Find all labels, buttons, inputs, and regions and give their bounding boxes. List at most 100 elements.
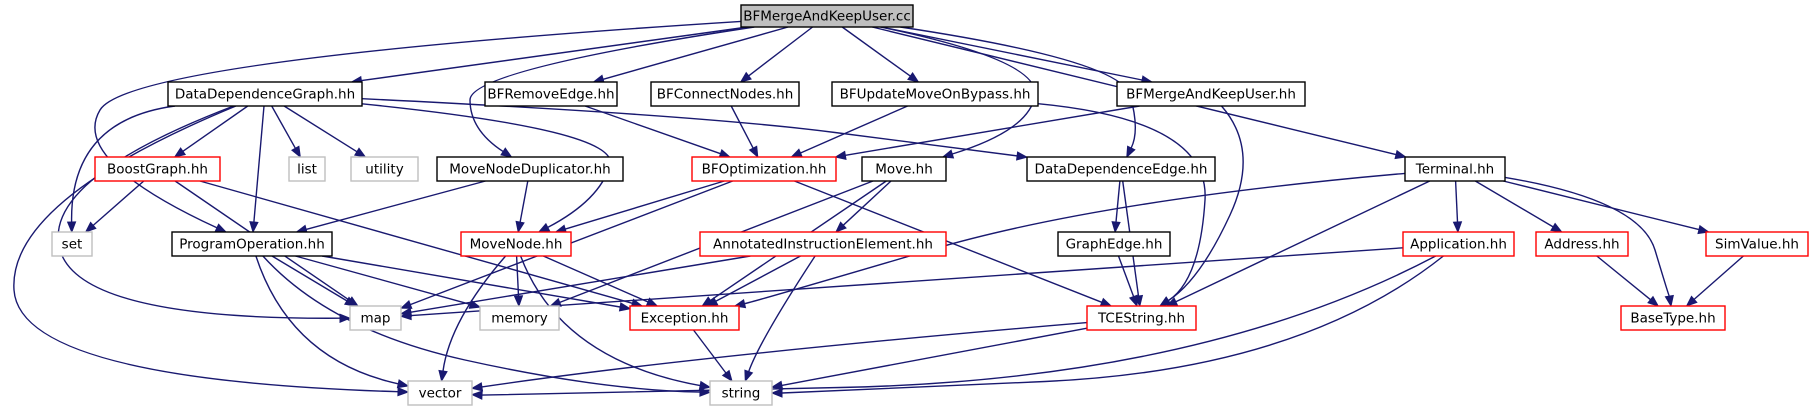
edge-line	[1504, 176, 1671, 297]
node-annotatedinstructionelement-hh[interactable]: AnnotatedInstructionElement.hh	[699, 231, 947, 257]
node-bfconnectnodes-hh[interactable]: BFConnectNodes.hh	[650, 81, 800, 107]
edge-arrowhead	[748, 145, 759, 159]
node-label: BFRemoveEdge.hh	[487, 87, 614, 103]
edge-line	[842, 180, 892, 226]
node-boostgraph-hh[interactable]: BoostGraph.hh	[94, 156, 221, 182]
node-application-hh[interactable]: Application.hh	[1402, 231, 1515, 257]
edge-datadependencegraph-hh-to-boostgraph-hh	[173, 105, 249, 158]
edge-simvalue-hh-to-basetype-hh	[1685, 255, 1744, 307]
edge-boostgraph-hh-to-set	[84, 180, 145, 233]
edge-application-hh-to-string	[770, 255, 1444, 398]
edge-programoperation-hh-to-map	[271, 255, 357, 307]
edge-line	[1474, 180, 1554, 228]
node-box	[1402, 231, 1515, 257]
edge-move-hh-to-annotatedinstructionelement-hh	[835, 180, 892, 233]
node-label: BFUpdateMoveOnBypass.hh	[840, 87, 1031, 103]
edge-arrowhead	[1158, 296, 1172, 307]
edge-terminal-hh-to-simvalue-hh	[1503, 180, 1711, 235]
node-map[interactable]: map	[349, 305, 402, 331]
node-terminal-hh[interactable]: Terminal.hh	[1404, 156, 1506, 182]
edge-arrowhead	[249, 221, 259, 234]
edge-datadependencegraph-hh-to-programoperation-hh	[249, 105, 265, 234]
node-address-hh[interactable]: Address.hh	[1535, 231, 1629, 257]
edge-arrowhead	[770, 380, 784, 390]
edge-line	[565, 180, 725, 230]
edge-datadependencegraph-hh-to-utility	[283, 105, 367, 158]
nodes-layer: BFMergeAndKeepUser.ccDataDependenceGraph…	[51, 4, 1809, 406]
node-string[interactable]: string	[709, 380, 773, 406]
edge-line	[1168, 105, 1244, 302]
edge-arrowhead	[739, 71, 752, 83]
node-list[interactable]: list	[288, 156, 326, 182]
edge-line	[295, 255, 471, 306]
edge-exception-hh-to-string	[692, 329, 733, 383]
edge-line	[748, 255, 816, 372]
node-box	[1620, 305, 1726, 331]
node-box	[1086, 305, 1197, 331]
edge-movenode-hh-to-memory	[513, 255, 524, 308]
node-bfremoveedge-hh[interactable]: BFRemoveEdge.hh	[484, 81, 618, 107]
node-move-hh[interactable]: Move.hh	[861, 156, 947, 182]
edge-line	[543, 255, 649, 303]
node-box	[436, 156, 624, 182]
edge-line	[584, 105, 721, 155]
edge-bfmergeandkeepuser-hh-to-tcestring-hh	[1158, 105, 1244, 307]
node-vector[interactable]: vector	[407, 380, 473, 406]
edge-datadependencegraph-hh-to-list	[271, 105, 301, 159]
node-tcestring-hh[interactable]: TCEString.hh	[1086, 305, 1197, 331]
node-label: utility	[365, 162, 403, 178]
edge-line	[794, 180, 1103, 303]
node-box	[1026, 156, 1216, 182]
edge-line	[748, 26, 814, 77]
edge-arrowhead	[1126, 145, 1136, 159]
node-box	[460, 231, 572, 257]
edge-application-hh-to-vector	[470, 255, 1437, 400]
node-basetype-hh[interactable]: BaseType.hh	[1620, 305, 1726, 331]
edge-line	[730, 105, 754, 149]
edge-arrowhead	[396, 379, 410, 389]
node-box	[167, 81, 363, 107]
edge-annotatedinstructionelement-hh-to-string	[744, 255, 816, 383]
node-label: TCEString.hh	[1097, 311, 1185, 327]
edge-line	[199, 180, 633, 304]
node-programoperation-hh[interactable]: ProgramOperation.hh	[171, 231, 333, 257]
node-memory[interactable]: memory	[479, 305, 560, 331]
edge-line	[845, 105, 1140, 156]
edge-arrowhead	[397, 386, 410, 397]
node-bfoptimization-hh[interactable]: BFOptimization.hh	[691, 156, 837, 182]
edge-arrowhead	[399, 310, 412, 321]
node-datadependencegraph-hh[interactable]: DataDependenceGraph.hh	[167, 81, 363, 107]
edge-line	[92, 180, 145, 226]
node-datadependenceedge-hh[interactable]: DataDependenceEdge.hh	[1026, 156, 1216, 182]
node-box	[709, 380, 773, 406]
node-bfmergeandkeepuser-hh[interactable]: BFMergeAndKeepUser.hh	[1116, 81, 1306, 107]
edge-bfupdatemoveonbypass-hh-to-bfoptimization-hh	[790, 105, 908, 158]
node-bfmergeandkeepuser-cc[interactable]: BFMergeAndKeepUser.cc	[740, 4, 914, 28]
edge-bfmergeandkeepuser-cc-to-bfupdatemoveonbypass-hh	[841, 26, 920, 83]
node-bfupdatemoveonbypass-hh[interactable]: BFUpdateMoveOnBypass.hh	[831, 81, 1039, 107]
node-box	[1116, 81, 1306, 107]
node-movenode-hh[interactable]: MoveNode.hh	[460, 231, 572, 257]
edge-line	[442, 255, 507, 372]
node-graphedge-hh[interactable]: GraphEdge.hh	[1057, 231, 1171, 257]
node-movenodeduplicator-hh[interactable]: MoveNodeDuplicator.hh	[436, 156, 624, 182]
edge-arrowhead	[1111, 221, 1121, 234]
edge-arrowhead	[438, 369, 448, 383]
edge-line	[1115, 180, 1121, 223]
node-utility[interactable]: utility	[350, 156, 419, 182]
node-label: BFMergeAndKeepUser.cc	[743, 9, 911, 25]
node-box	[1535, 231, 1629, 257]
node-label: list	[297, 162, 317, 178]
node-simvalue-hh[interactable]: SimValue.hh	[1705, 231, 1809, 257]
node-label: DataDependenceGraph.hh	[175, 87, 355, 103]
node-box	[51, 231, 93, 257]
edge-arrowhead	[1550, 222, 1563, 233]
edge-arrowhead	[770, 388, 783, 398]
node-box	[479, 305, 560, 331]
edge-terminal-hh-to-tcestring-hh	[1165, 180, 1431, 307]
node-exception-hh[interactable]: Exception.hh	[629, 305, 740, 331]
node-set[interactable]: set	[51, 231, 93, 257]
edges-layer	[13, 20, 1744, 400]
edge-arrowhead	[513, 295, 524, 308]
